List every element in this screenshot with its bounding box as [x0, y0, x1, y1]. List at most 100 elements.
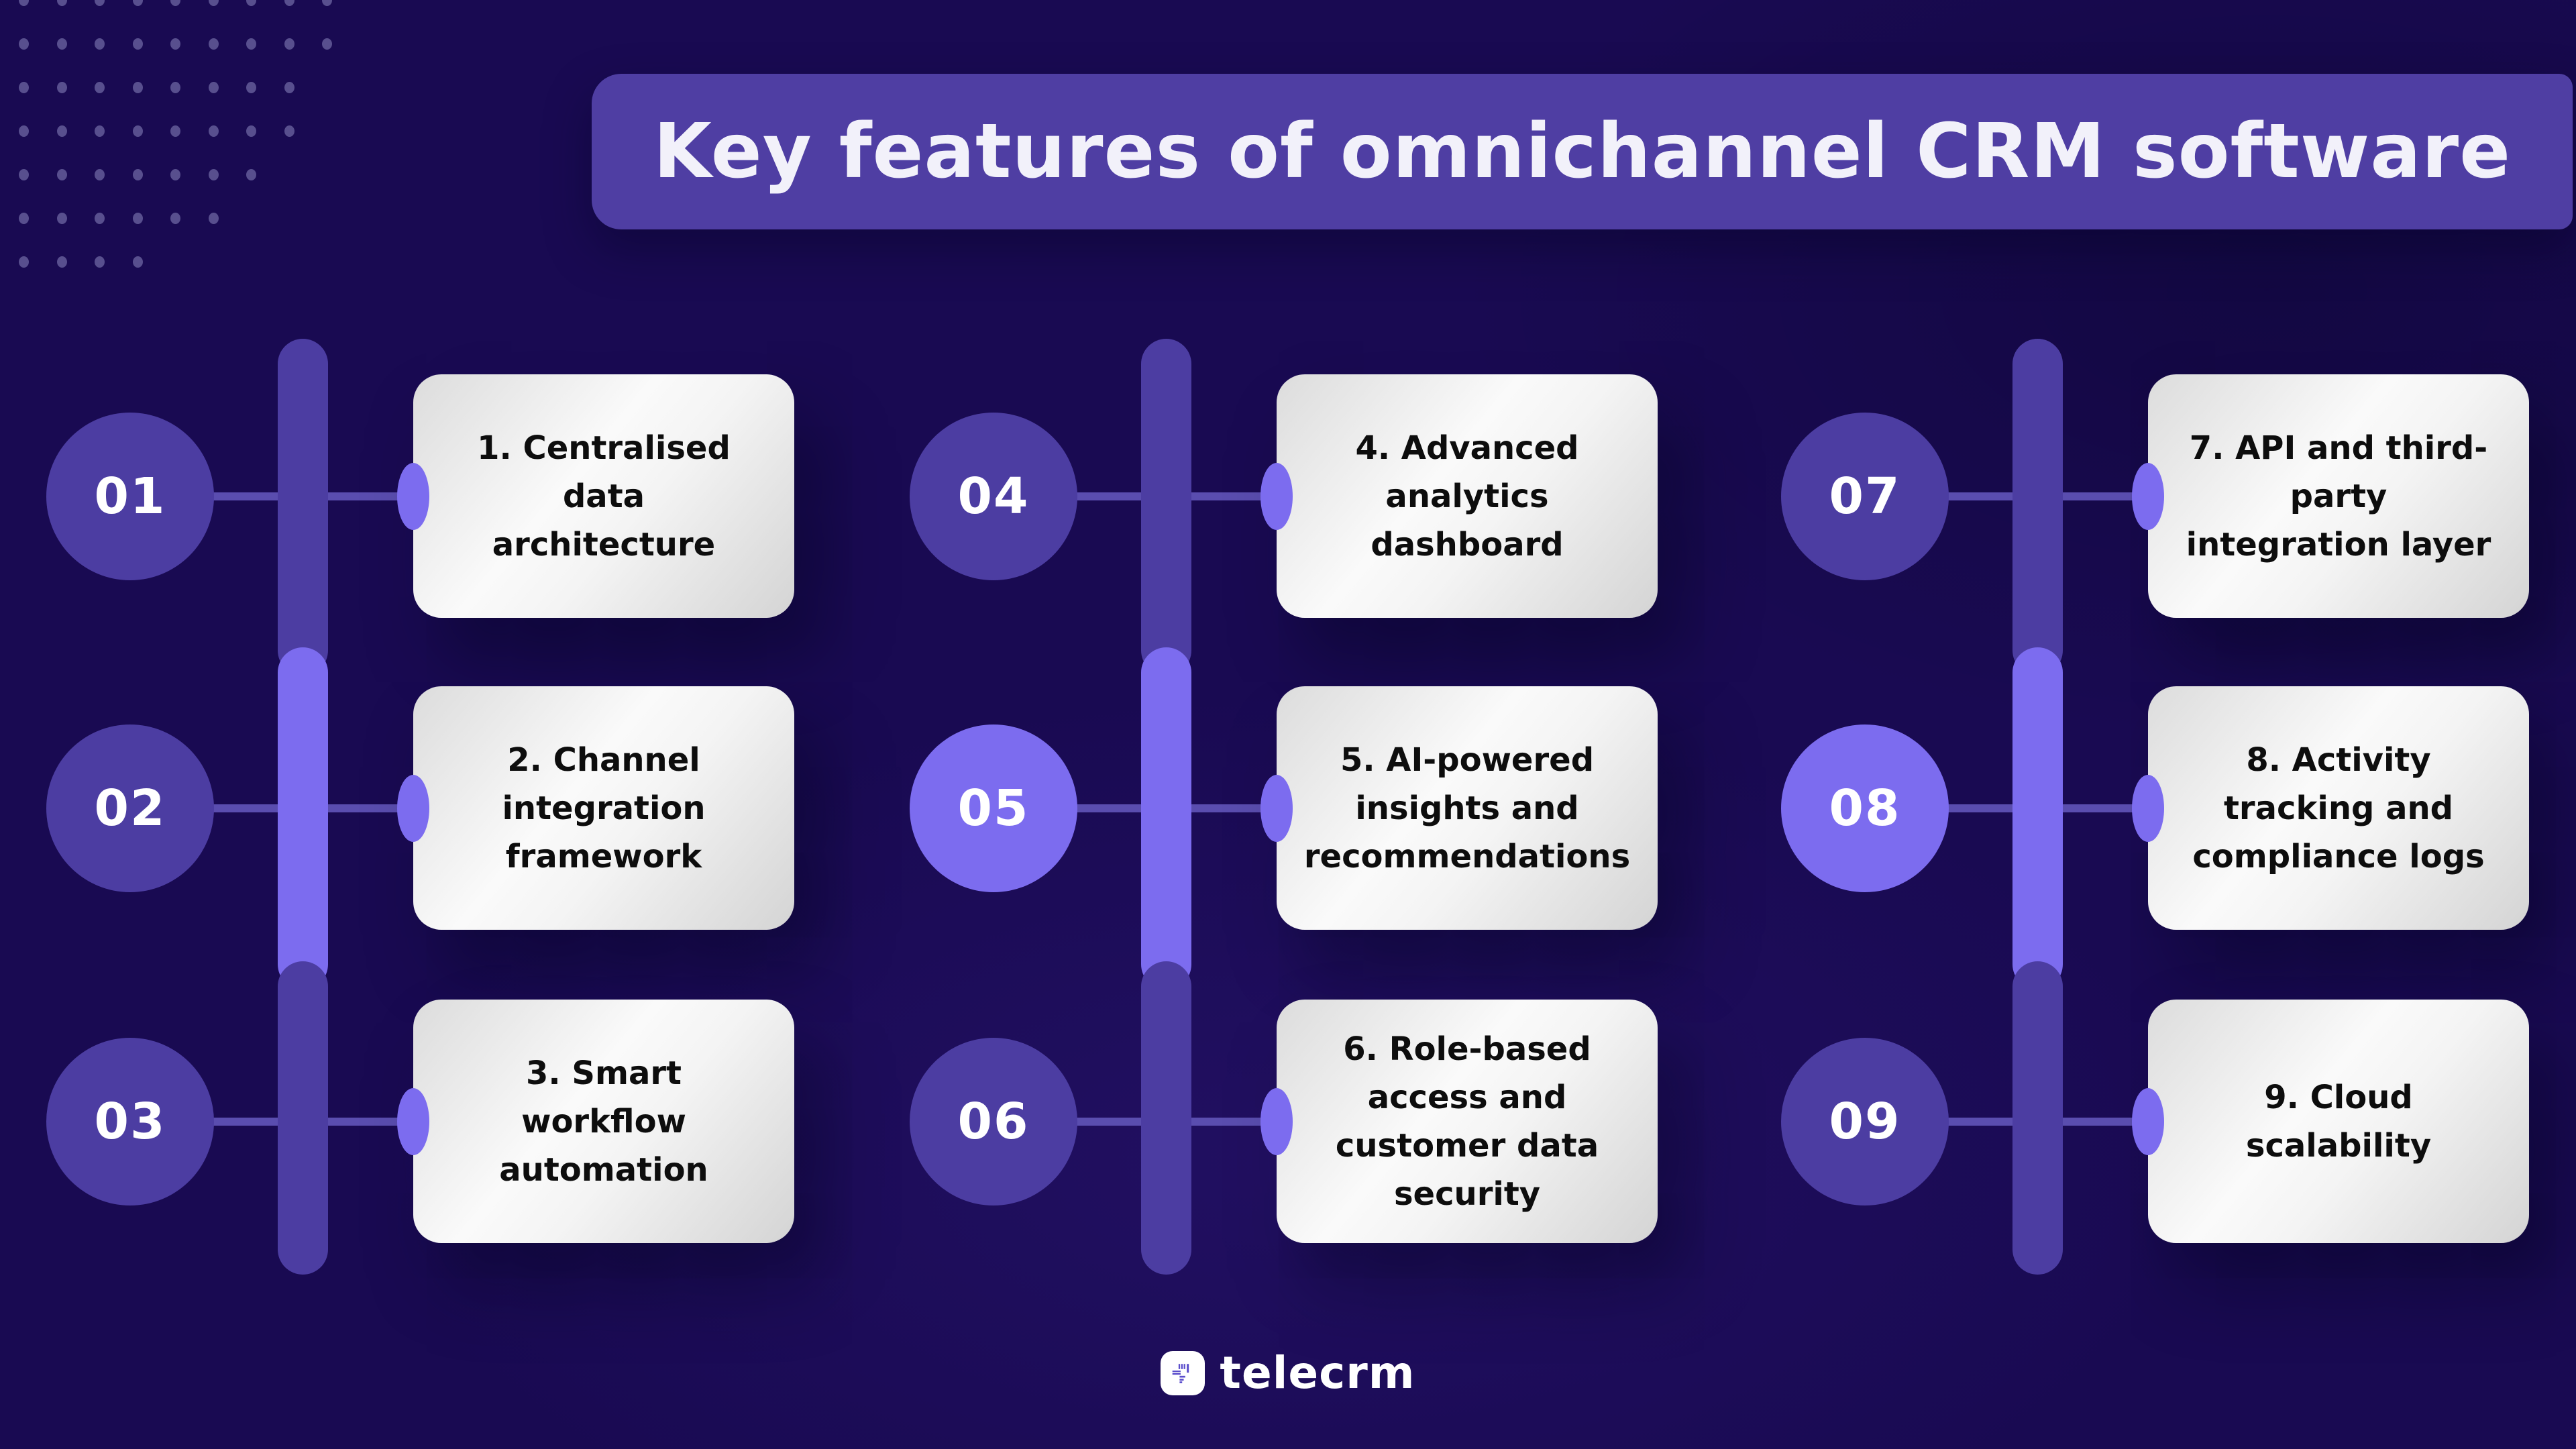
timeline-bar-segment	[2012, 961, 2063, 1275]
title-banner: Key features of omnichannel CRM software	[592, 74, 2573, 229]
grid-dot	[19, 169, 29, 180]
grid-dot	[208, 0, 219, 6]
telecrm-glyph	[1173, 1363, 1189, 1383]
grid-dot	[170, 38, 180, 50]
connector-dot	[397, 462, 429, 530]
grid-dot	[132, 82, 143, 93]
feature-number-badge: 08	[1781, 724, 1949, 892]
feature-number-badge: 06	[910, 1037, 1077, 1205]
grid-dot	[170, 169, 180, 180]
grid-dot	[208, 82, 219, 93]
timeline-bar	[2012, 339, 2063, 1275]
feature-item: 02 2. Channel integration framework	[46, 686, 794, 930]
feature-number-badge: 09	[1781, 1037, 1949, 1205]
grid-dot	[208, 38, 219, 50]
feature-card-label: 2. Channel integration framework	[502, 741, 706, 875]
grid-dot	[56, 213, 67, 224]
grid-dot	[246, 82, 256, 93]
feature-number-badge: 07	[1781, 412, 1949, 580]
grid-dot	[132, 169, 143, 180]
feature-item: 06 6. Role-based access and customer dat…	[910, 1000, 1658, 1243]
connector-dot	[1260, 774, 1293, 842]
connector-dot	[1260, 462, 1293, 530]
telecrm-logo-icon	[1161, 1350, 1205, 1395]
grid-dot	[95, 0, 105, 6]
grid-dot	[95, 38, 105, 50]
connector-dot	[2132, 1087, 2164, 1155]
grid-dot	[95, 125, 105, 137]
feature-card: 2. Channel integration framework	[397, 686, 794, 930]
feature-column: 01 1. Centralised data architecture 02 2…	[46, 339, 794, 1275]
grid-dot	[19, 125, 29, 137]
grid-dot	[322, 38, 332, 50]
feature-item: 09 9. Cloud scalability	[1781, 1000, 2529, 1243]
connector-dot	[2132, 774, 2164, 842]
grid-dot	[56, 0, 67, 6]
timeline-bar-segment	[1141, 339, 1191, 676]
grid-dot	[95, 256, 105, 268]
feature-card: 6. Role-based access and customer data s…	[1260, 1000, 1658, 1243]
grid-dot	[132, 38, 143, 50]
timeline-bar-segment	[1141, 961, 1191, 1275]
feature-card: 3. Smart workflow automation	[397, 1000, 794, 1243]
grid-dot	[208, 213, 219, 224]
grid-dot	[56, 38, 67, 50]
grid-dot	[132, 256, 143, 268]
brand-logo: telecrm	[0, 1347, 2576, 1399]
brand-name: telecrm	[1220, 1347, 1415, 1399]
feature-card-label: 1. Centralised data architecture	[477, 429, 731, 564]
feature-card-label: 3. Smart workflow automation	[499, 1054, 708, 1189]
feature-card-label: 5. AI-powered insights and recommendatio…	[1303, 741, 1631, 875]
timeline-bar-segment	[2012, 339, 2063, 676]
grid-dot	[132, 0, 143, 6]
feature-item: 08 8. Activity tracking and compliance l…	[1781, 686, 2529, 930]
feature-item: 07 7. API and third- party integration l…	[1781, 374, 2529, 618]
feature-card-label: 6. Role-based access and customer data s…	[1335, 1030, 1599, 1213]
feature-card-label: 9. Cloud scalability	[2245, 1078, 2432, 1165]
feature-item: 01 1. Centralised data architecture	[46, 374, 794, 618]
grid-dot	[19, 256, 29, 268]
grid-dot	[95, 82, 105, 93]
feature-card: 4. Advanced analytics dashboard	[1260, 374, 1658, 618]
grid-dot	[132, 213, 143, 224]
grid-dot	[19, 213, 29, 224]
grid-dot	[284, 0, 294, 6]
grid-dot	[246, 38, 256, 50]
feature-card-label: 7. API and third- party integration laye…	[2186, 429, 2491, 564]
timeline-bar-segment-bright	[1141, 647, 1191, 989]
timeline-bar	[1141, 339, 1191, 1275]
grid-dot	[56, 82, 67, 93]
grid-dot	[132, 125, 143, 137]
grid-dot	[19, 82, 29, 93]
feature-number-badge: 04	[910, 412, 1077, 580]
feature-item: 04 4. Advanced analytics dashboard	[910, 374, 1658, 618]
grid-dot	[208, 125, 219, 137]
grid-dot	[284, 125, 294, 137]
grid-dot	[56, 256, 67, 268]
feature-card: 8. Activity tracking and compliance logs	[2132, 686, 2529, 930]
feature-card-label: 4. Advanced analytics dashboard	[1355, 429, 1579, 564]
feature-card: 7. API and third- party integration laye…	[2132, 374, 2529, 618]
grid-dot	[95, 213, 105, 224]
timeline-bar-segment	[278, 961, 328, 1275]
feature-item: 03 3. Smart workflow automation	[46, 1000, 794, 1243]
grid-dot	[19, 38, 29, 50]
feature-column: 04 4. Advanced analytics dashboard 05 5.…	[910, 339, 1658, 1275]
connector-dot	[397, 774, 429, 842]
grid-dot	[284, 38, 294, 50]
grid-dot	[246, 0, 256, 6]
page-title: Key features of omnichannel CRM software	[653, 108, 2512, 195]
grid-dot	[56, 125, 67, 137]
grid-dot	[170, 213, 180, 224]
grid-dot	[284, 82, 294, 93]
connector-dot	[1260, 1087, 1293, 1155]
grid-dot	[208, 169, 219, 180]
feature-number-badge: 03	[46, 1037, 214, 1205]
feature-number-badge: 02	[46, 724, 214, 892]
connector-dot	[397, 1087, 429, 1155]
feature-item: 05 5. AI-powered insights and recommenda…	[910, 686, 1658, 930]
feature-number-badge: 01	[46, 412, 214, 580]
timeline-bar-segment	[278, 339, 328, 676]
grid-dot	[56, 169, 67, 180]
